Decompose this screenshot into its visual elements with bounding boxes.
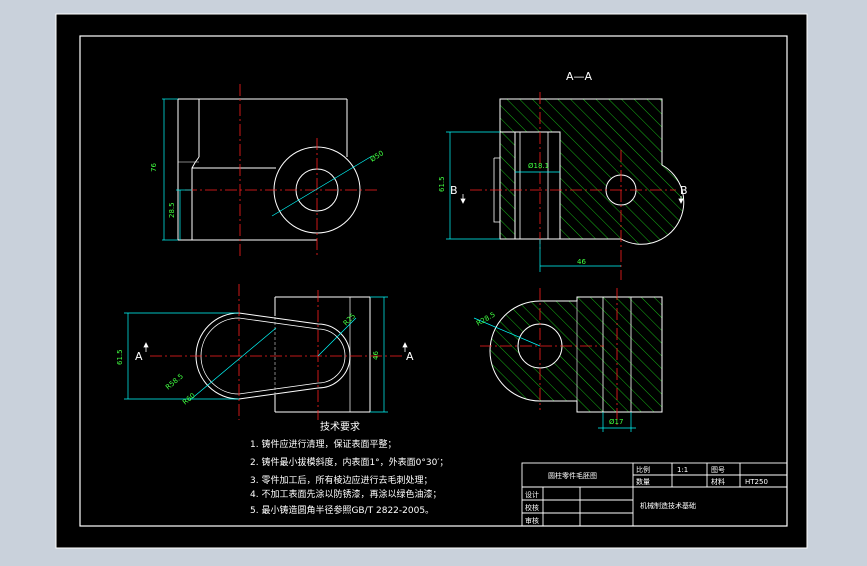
title-qty-label: 数量 [636,477,650,486]
dim-section-height: 61.5 [438,176,446,192]
cut-label-b-right: B [680,184,688,197]
title-scale-value: 1:1 [677,466,688,474]
tech-req-title: 技术要求 [320,420,360,433]
outer-frame [55,13,808,549]
technical-requirements: 技术要求 1. 铸件应进行清理，保证表面平整； 2. 铸件最小拔模斜度，内表面1… [250,420,448,516]
title-design-label: 设计 [525,490,539,499]
cut-label-b-left: B [450,184,458,197]
front-view-dimensions [162,98,373,241]
section-bb [489,296,663,413]
section-aa-dimensions [446,131,621,272]
tech-req-item: 3. 零件加工后，所有棱边应进行去毛刺处理； [250,474,432,486]
top-view-centerlines [150,284,402,420]
section-title: A—A [566,70,593,83]
tech-req-item: 2. 铸件最小拔模斜度，内表面1°，外表面0°30′； [250,456,448,468]
section-aa-centerlines [470,92,676,280]
title-school: 机械制造技术基础 [640,501,696,510]
title-material-value: HT250 [745,478,768,486]
cut-arrows-a [143,342,408,352]
section-bb-centerlines [480,288,618,428]
dim-front-height: 76 [150,163,158,172]
tech-req-item: 5. 最小铸造圆角半径参照GB/T 2822-2005。 [250,504,434,516]
title-block [521,462,788,527]
section-bb-dimensions [473,317,636,432]
cut-label-a-left: A [135,350,143,363]
title-scale-label: 比例 [636,465,650,474]
dim-section-hole: Ø18.1 [528,162,549,170]
dim-top-height-left: 61.5 [116,349,124,365]
cut-arrows-b [460,194,684,204]
inner-frame [79,35,788,527]
dim-section-width: 46 [577,258,586,266]
dim-front-lower: 28.5 [168,202,176,218]
front-view-centerlines [185,84,378,256]
title-audit-label: 审核 [525,516,539,525]
title-material-label: 材料 [711,477,725,486]
title-part-name: 圆柱零件毛胚图 [548,471,597,480]
cut-label-a-right: A [406,350,414,363]
title-drawing-no-label: 图号 [711,466,725,474]
dim-top-height-right: 46 [372,351,380,360]
drawing-sheet [56,14,807,548]
dim-bsec-width: Ø17 [609,418,623,426]
top-view-dimensions [124,296,388,413]
tech-req-item: 1. 铸件应进行清理，保证表面平整； [250,438,396,450]
tech-req-item: 4. 不加工表面先涂以防锈漆，再涂以绿色油漆； [250,488,441,500]
section-aa [493,98,685,245]
title-check-label: 校核 [525,503,539,512]
